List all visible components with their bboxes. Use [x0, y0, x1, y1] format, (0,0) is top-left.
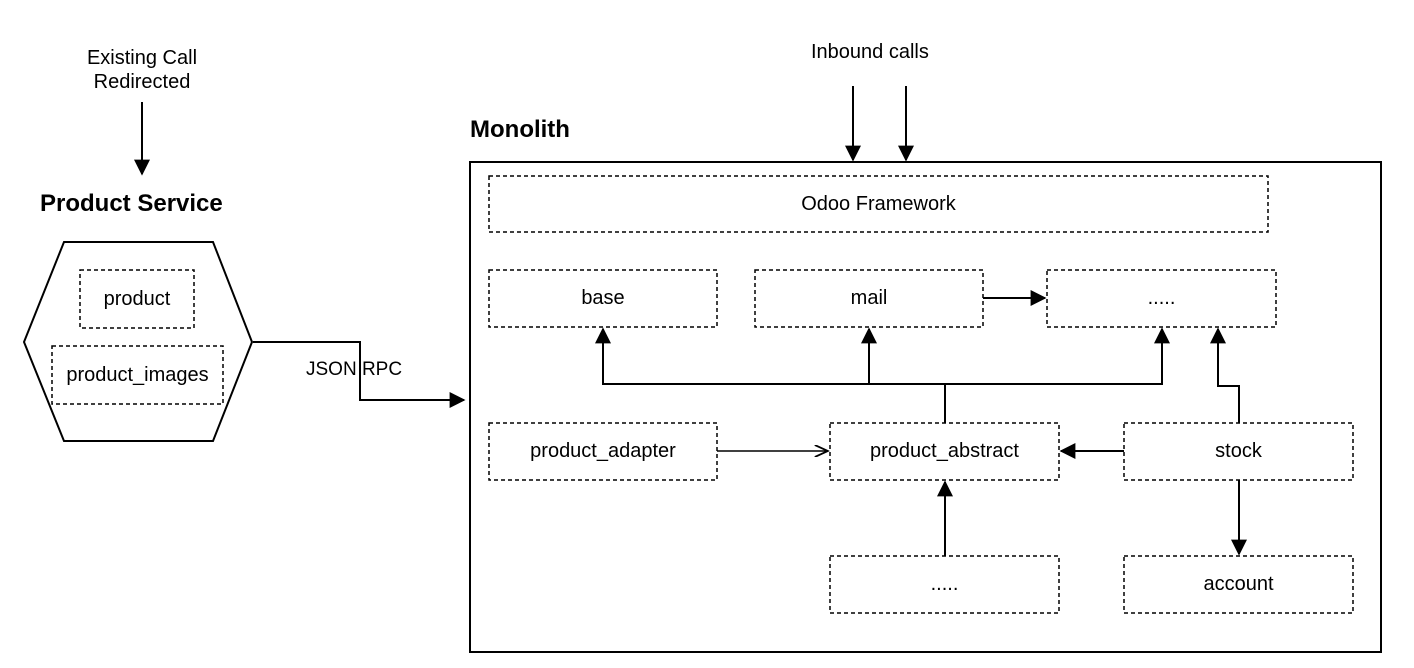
product-images-module-box	[51, 345, 224, 405]
product-abstract-module-label: product_abstract	[870, 440, 1019, 462]
monolith-title: Monolith	[470, 116, 570, 143]
abstract-to-dots-arrow	[945, 327, 1170, 385]
product-images-module-label: product_images	[66, 363, 209, 386]
dots-top-module-label: .....	[1147, 287, 1176, 309]
dots-bottom-module-label: .....	[930, 573, 959, 595]
product-service-hexagon	[22, 241, 254, 442]
odoo-framework-label: Odoo Framework	[801, 192, 956, 215]
product-service-title: Product Service	[40, 190, 223, 217]
stock-module-label: stock	[1215, 440, 1262, 462]
product-adapter-module-box	[488, 422, 718, 481]
odoo-framework-box	[488, 175, 1269, 233]
account-module-label: account	[1203, 573, 1274, 595]
mail-module-box	[754, 269, 984, 328]
mail-module-label: mail	[850, 287, 888, 309]
dots-top-module-box	[1046, 269, 1277, 328]
account-module-box	[1123, 555, 1354, 614]
json-rpc-label: JSON RPC	[306, 359, 403, 380]
abstract-to-base-arrow	[595, 327, 946, 423]
base-module-box	[488, 269, 718, 328]
stock-to-dots-arrow	[1210, 327, 1240, 423]
product-module-label: product	[103, 287, 171, 310]
json-rpc-connector	[253, 341, 466, 408]
existing-call-label: Existing Call Redirected	[86, 47, 198, 93]
product-adapter-module-label: product_adapter	[530, 440, 676, 462]
base-module-label: base	[581, 287, 625, 309]
product-module-box	[79, 269, 195, 329]
monolith-container	[469, 161, 1382, 653]
inbound-calls-label: Inbound calls	[811, 41, 929, 63]
